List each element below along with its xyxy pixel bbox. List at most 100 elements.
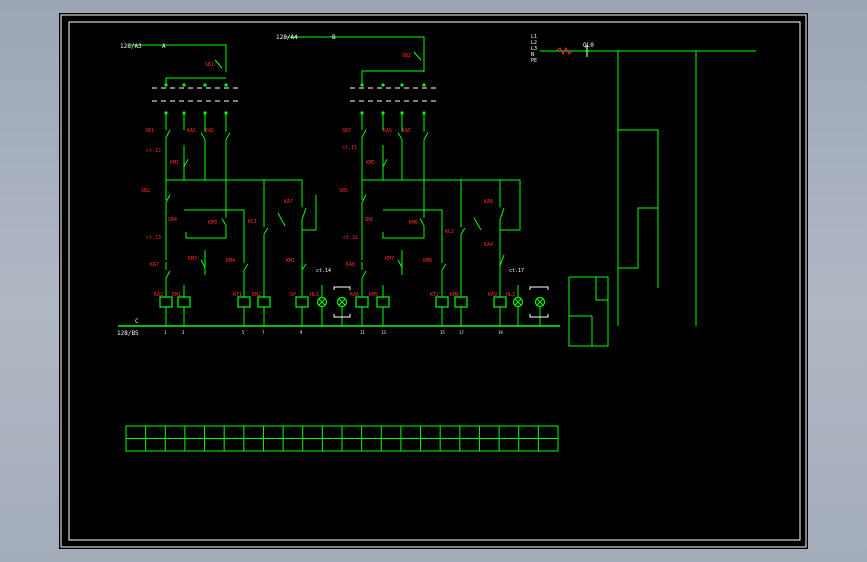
terminal-number: 9: [300, 330, 303, 335]
device-label: KM3: [188, 256, 197, 262]
device-label: KA9: [488, 292, 497, 298]
device-label: KA5: [402, 128, 411, 134]
device-label: KM1: [170, 160, 179, 166]
wire: [460, 227, 466, 235]
wire: [618, 129, 659, 288]
junction-dot: [400, 83, 404, 87]
wire: [382, 159, 388, 168]
indicator-lamp: [336, 296, 348, 308]
wire: [362, 179, 425, 210]
wire: [200, 132, 206, 140]
wire: [424, 179, 521, 195]
relay-coil: [257, 296, 271, 308]
wire: [301, 263, 307, 271]
device-label: ct.17: [509, 268, 524, 274]
junction-dot: [381, 111, 385, 115]
wire: [200, 259, 206, 268]
wire: [499, 254, 505, 266]
device-label: KM3: [208, 220, 217, 226]
wire: [226, 179, 303, 195]
device-label: KA5: [383, 128, 392, 134]
wire: [473, 217, 482, 231]
junction-dot: [182, 111, 186, 115]
wire: [333, 314, 351, 318]
wire-layer: [118, 36, 756, 347]
junction-dot: [203, 111, 207, 115]
wire: [500, 195, 521, 231]
phase-label: L2: [531, 40, 537, 46]
source-ref-a: 128/A3: [120, 43, 142, 50]
device-label: KA8: [484, 199, 493, 205]
wire: [130, 44, 227, 57]
junction-dot: [164, 111, 168, 115]
wire: [183, 159, 189, 168]
terminal-number: 11: [360, 330, 365, 335]
device-label: KM6: [450, 292, 459, 298]
terminal-number: 15: [440, 330, 445, 335]
wire: [333, 286, 351, 290]
junction-dot: [400, 111, 404, 115]
device-label: ct.16: [343, 235, 358, 241]
drawing-sheet: [59, 13, 808, 549]
device-label: KM1: [286, 258, 295, 264]
device-label: SB2: [141, 188, 150, 194]
common-ref: 128/B5: [117, 330, 139, 337]
device-label: KA8: [346, 262, 355, 268]
relay-coil: [376, 296, 390, 308]
phase-label: L1: [531, 34, 537, 40]
terminal-number: 3: [182, 330, 185, 335]
indicator-lamp: [512, 296, 524, 308]
wire: [165, 77, 226, 85]
wire: [568, 276, 609, 347]
source-ref-b: 128/A4: [276, 34, 298, 41]
relay-coil: [435, 296, 449, 308]
phase-label: PE: [531, 58, 537, 64]
device-label: KM6: [409, 220, 418, 226]
junction-dot: [164, 83, 168, 87]
wire: [338, 298, 346, 306]
line-label-b: B: [332, 34, 336, 41]
junction-dot: [422, 83, 426, 87]
wire: [555, 46, 573, 56]
junction-dot: [360, 83, 364, 87]
device-label: KM8: [423, 258, 432, 264]
device-label: SB1: [205, 62, 214, 68]
wire: [413, 51, 422, 61]
device-label: SB3: [342, 128, 351, 134]
device-label: HL3: [506, 292, 515, 298]
wire: [221, 218, 227, 226]
phase-label: L3: [531, 46, 537, 52]
wire: [184, 209, 245, 232]
wire: [318, 298, 326, 306]
outer-frame: [60, 14, 807, 548]
junction-dot: [422, 111, 426, 115]
wire: [286, 36, 425, 49]
wire: [595, 277, 608, 301]
indicator-lamp: [316, 296, 328, 308]
relay-coil: [355, 296, 369, 308]
wire: [536, 298, 544, 306]
device-label: SB5: [339, 188, 348, 194]
device-label: KC1: [248, 219, 257, 225]
device-label: KM4: [226, 258, 235, 264]
wire: [165, 194, 171, 203]
device-label: KM5: [369, 292, 378, 298]
junction-dot: [360, 111, 364, 115]
relay-coil: [493, 296, 507, 308]
device-label: ct.12: [146, 148, 161, 154]
title-table: [125, 425, 559, 452]
wire: [499, 208, 505, 220]
wire: [166, 179, 227, 210]
wire: [165, 270, 171, 279]
terminal-number: 5: [242, 330, 245, 335]
wire: [529, 286, 549, 290]
wire: [302, 195, 317, 231]
common-line-label: C: [135, 318, 139, 325]
wire: [263, 227, 269, 235]
device-label: KA5: [187, 128, 196, 134]
junction-dot: [585, 49, 589, 53]
junction-dot: [203, 83, 207, 87]
wire: [514, 298, 522, 306]
